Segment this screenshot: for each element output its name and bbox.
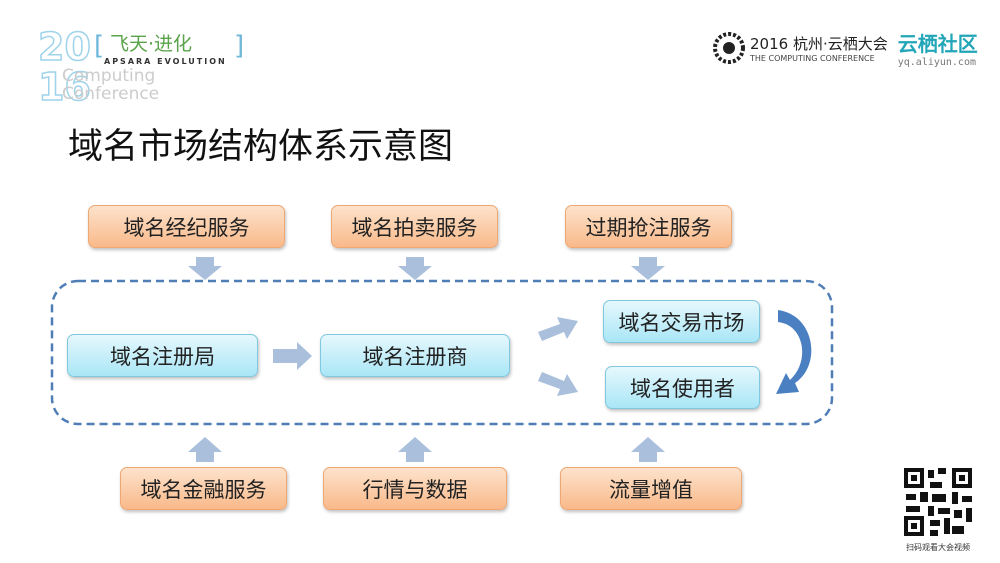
- down-right-arrow-icon: [538, 372, 578, 396]
- service-domain-brokerage: 域名经纪服务: [88, 205, 285, 248]
- down-arrow-icon: [631, 257, 665, 280]
- up-right-arrow-icon: [538, 317, 578, 341]
- page-title: 域名市场结构体系示意图: [68, 127, 454, 167]
- svg-text:]: ]: [234, 31, 244, 61]
- qr-code-icon: [902, 466, 974, 538]
- box-label: 域名经纪服务: [123, 215, 250, 240]
- box-label: 流量增值: [609, 477, 693, 502]
- right-arrow-icon: [273, 342, 312, 370]
- qr-caption: 扫码观看大会视频: [906, 543, 970, 552]
- conference-emblem-icon: [713, 32, 745, 64]
- logo-graphic: 20 16 [ 飞天·进化 ] APSARA EVOLUTION Computi…: [37, 24, 244, 110]
- box-label: 域名注册商: [362, 344, 468, 369]
- svg-text:[: [: [94, 31, 104, 61]
- svg-text:20: 20: [38, 25, 91, 69]
- node-registry: 域名注册局: [67, 334, 258, 377]
- box-label: 行情与数据: [362, 477, 468, 502]
- box-label: 域名金融服务: [140, 477, 267, 502]
- service-traffic-value: 流量增值: [560, 467, 742, 510]
- svg-text:Conference: Conference: [62, 84, 159, 102]
- event-name: 2016 杭州·云栖大会: [750, 35, 888, 53]
- computing-conference-logo: 2016 杭州·云栖大会 THE COMPUTING CONFERENCE 云栖…: [712, 28, 978, 68]
- brand-url: yq.aliyun.com: [897, 57, 976, 68]
- up-arrow-icon: [188, 437, 222, 462]
- down-arrow-icon: [398, 257, 432, 280]
- box-label: 域名注册局: [110, 344, 215, 369]
- node-registrar: 域名注册商: [320, 334, 510, 377]
- svg-text:飞天·进化: 飞天·进化: [110, 33, 192, 55]
- up-arrow-icon: [398, 437, 432, 462]
- box-label: 过期抢注服务: [585, 215, 712, 240]
- svg-text:APSARA EVOLUTION: APSARA EVOLUTION: [104, 57, 227, 66]
- service-expired-drop-catch: 过期抢注服务: [565, 205, 732, 248]
- box-label: 域名使用者: [630, 376, 735, 401]
- apsara-conference-logo: 20 16 [ 飞天·进化 ] APSARA EVOLUTION Computi…: [37, 24, 258, 110]
- event-name-en: THE COMPUTING CONFERENCE: [750, 54, 875, 63]
- qr-block: 扫码观看大会视频: [902, 466, 974, 553]
- down-arrow-icon: [188, 257, 222, 280]
- service-domain-auction: 域名拍卖服务: [331, 205, 498, 248]
- box-label: 域名交易市场: [618, 310, 745, 335]
- curved-arrow-icon: [776, 310, 812, 394]
- core-market-boundary: [50, 279, 834, 426]
- svg-text:Computing: Computing: [62, 66, 155, 86]
- service-market-data: 行情与数据: [323, 467, 507, 510]
- up-arrow-icon: [631, 437, 665, 462]
- node-trading-market: 域名交易市场: [603, 300, 760, 343]
- brand-name: 云栖社区: [897, 32, 978, 56]
- node-domain-users: 域名使用者: [605, 366, 760, 409]
- box-label: 域名拍卖服务: [351, 215, 478, 240]
- service-domain-finance: 域名金融服务: [120, 467, 287, 510]
